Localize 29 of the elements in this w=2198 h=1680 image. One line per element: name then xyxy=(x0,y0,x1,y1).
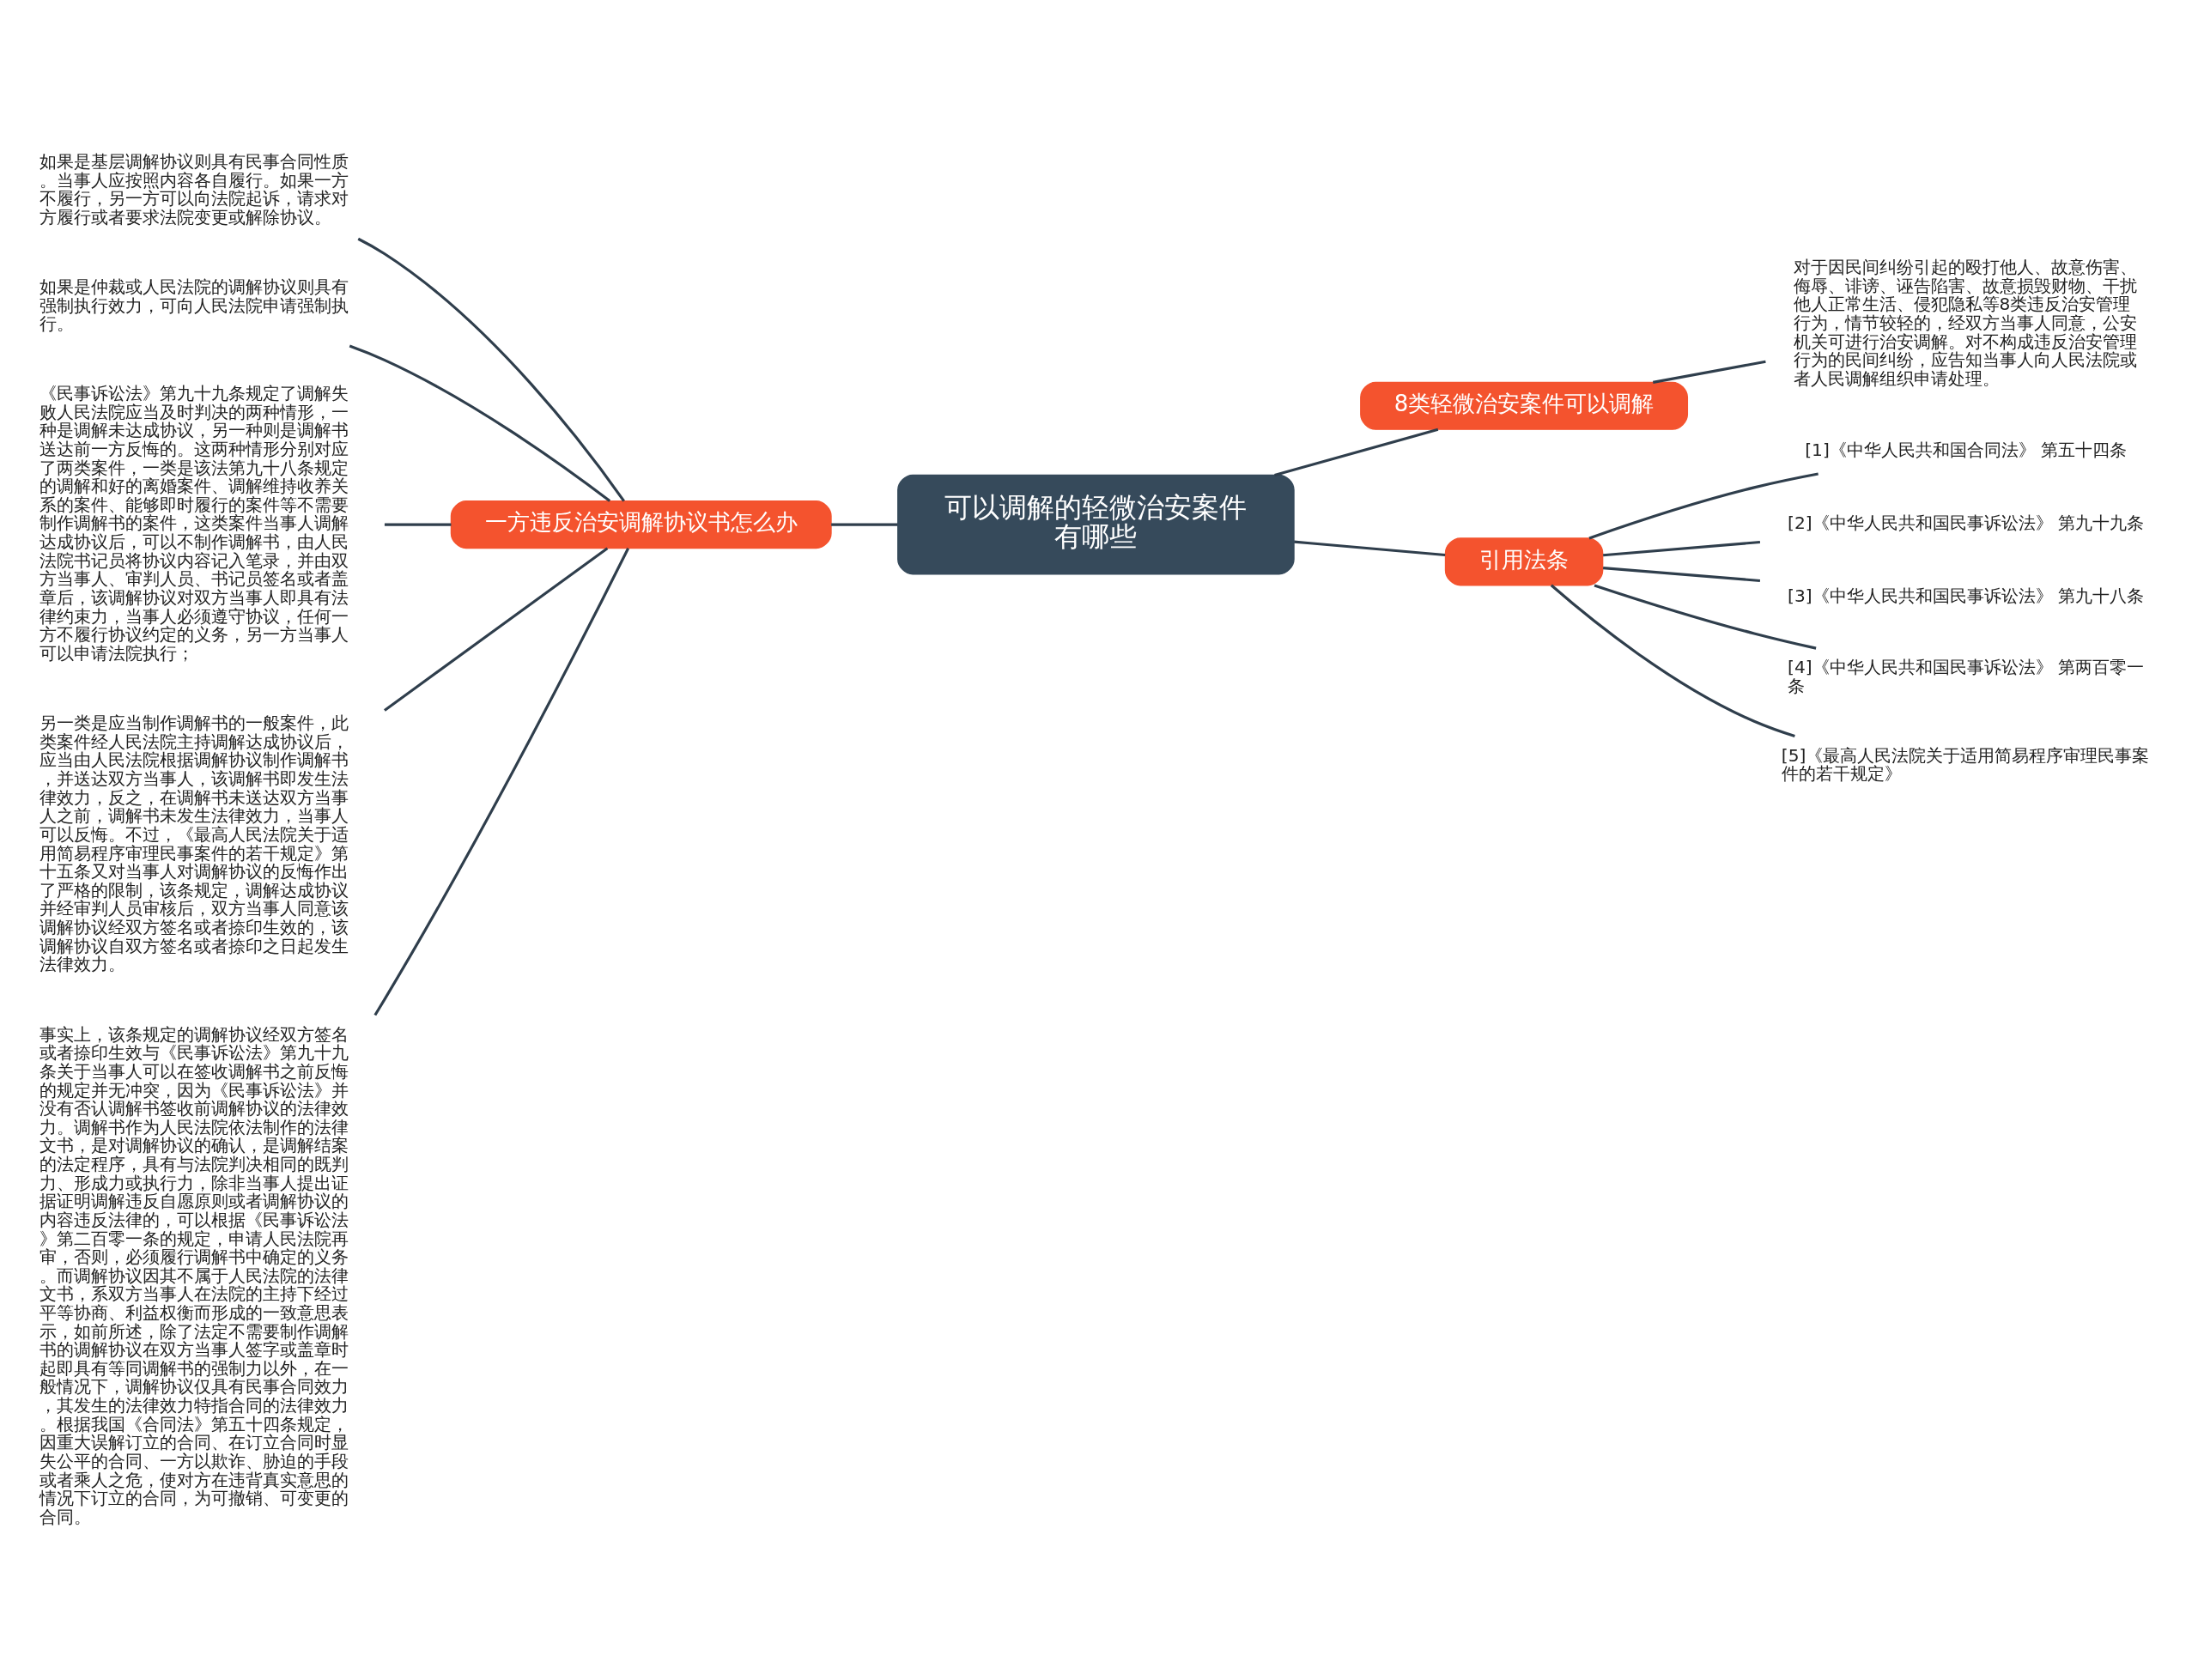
connector xyxy=(1594,583,1817,650)
connector xyxy=(1603,566,1761,582)
node-text: 《民事诉讼法》第九十九条规定了调解失败人民法院应当及时判决的两种情形，一种是调解未达成协议，另一种则是调解书送达前一方反悔的。这两种情形分别对应了两类案件，一类是该法第九十八条规定的调解和好的离婚案件、调解维持收养关系的案件、能够即时履行的案件等不需要制作调解书的案件，这类案件当事人调解达成协议后，可以不制作调解书，由人民法院书记员将协议内容记入笔录，并由双方当事人、审判人员、书记员签名或者盖章后，该调解协议对双方当事人即具有法律约束力，当事人必须遵守协议，任何一方不履行协议约定的义务，另一方当事人可以申请法院执行； xyxy=(39,382,349,664)
connector xyxy=(1588,472,1819,539)
connector xyxy=(357,237,625,502)
node-text: [2]《中华人民共和国民事诉讼法》 第九十九条 xyxy=(1788,512,2145,533)
connector xyxy=(373,547,630,1016)
connector xyxy=(1274,428,1439,476)
node-text: [4]《中华人民共和国民事诉讼法》 第两百零一条 xyxy=(1788,656,2145,696)
node-box: 8类轻微治安案件可以调解 xyxy=(1360,381,1689,430)
connector xyxy=(1550,584,1795,737)
connector xyxy=(384,523,452,526)
connector xyxy=(349,344,611,502)
connector xyxy=(831,523,898,526)
node-text: [5]《最高人民法院关于适用简易程序审理民事案件的若干规定》 xyxy=(1781,744,2150,784)
node-text: 事实上，该条规定的调解协议经双方签名或者捺印生效与《民事诉讼法》第九十九条关于当事人可以在签收调解书之前反悔的规定并无冲突，因为《民事诉讼法》并没有否认调解书签收前调解协议的法律效力。调解书作为人民法院依法制作的法律文书，是对调解协议的确认，是调解结案的法定程序，具有与法院判决相同的既判力、形成力或执行力，除非当事人提出证据证明调解违反自愿原则或者调解协议的内容违反法律的，可以根据《民事诉讼法》第二百零一条的规定，申请人民法院再审，否则，必须履行调解书中确定的义务。而调解协议因其不属于人民法院的法律文书，系双方当事人在法院的主持下经过平等协商、利益权衡而形成的一致意思表示，如前所述，除了法定不需要制作调解书的调解协议在双方当事人签字或盖章时起即具有等同调解书的强制力以外，在一般情况下，调解协议仅具有民事合同效力，其发生的法律效力特指合同的法律效力。根据我国《合同法》第五十四条规定，因重大误解订立的合同、在订立合同时显失公平的合同、一方以欺诈、胁迫的手段或者乘人之危，使对方在违背真实意思的情况下订立的合同，为可撤销、可变更的合同。 xyxy=(39,1023,349,1527)
node-box: 可以调解的轻微治安案件有哪些 xyxy=(897,474,1295,574)
node-text: 对于因民间纠纷引起的殴打他人、故意伤害、侮辱、诽谤、诬告陷害、故意损毁财物、干扰他人正常生活、侵犯隐私等8类违反治安管理行为，情节较轻的，经双方当事人同意，公安机关可进行治安调解。对不构成违反治安管理行为的民间纠纷，应告知当事人向人民法院或者人民调解组织申请处理。 xyxy=(1793,256,2137,389)
connector xyxy=(1603,540,1761,556)
node-text: [3]《中华人民共和国民事诉讼法》 第九十八条 xyxy=(1788,585,2145,606)
node-text: [1]《中华人民共和国合同法》 第五十四条 xyxy=(1805,439,2128,460)
connector xyxy=(1294,540,1446,556)
node-box: 引用法条 xyxy=(1444,537,1604,585)
connector xyxy=(384,546,609,712)
node-box: 一方违反治安调解协议书怎么办 xyxy=(450,500,832,549)
connector xyxy=(1653,360,1766,384)
node-text: 如果是基层调解协议则具有民事合同性质。当事人应按照内容各自履行。如果一方不履行，另一方可以向法院起诉，请求对方履行或者要求法院变更或解除协议。 xyxy=(39,150,349,227)
node-text: 如果是仲裁或人民法院的调解协议则具有强制执行效力，可向人民法院申请强制执行。 xyxy=(39,276,349,334)
node-text: 另一类是应当制作调解书的一般案件，此类案件经人民法院主持调解达成协议后，应当由人民法院根据调解协议制作调解书，并送达双方当事人，该调解书即发生法律效力，反之，在调解书未送达双方当事人之前，调解书未发生法律效力，当事人可以反悔。不过，《最高人民法院关于适用简易程序审理民事案件的若干规定》第十五条又对当事人对调解协议的反悔作出了严格的限制，该条规定，调解达成协议并经审判人员审核后，双方当事人同意该调解协议经双方签名或者捺印生效的，该调解协议自双方签名或者捺印之日起发生法律效力。 xyxy=(39,712,349,974)
